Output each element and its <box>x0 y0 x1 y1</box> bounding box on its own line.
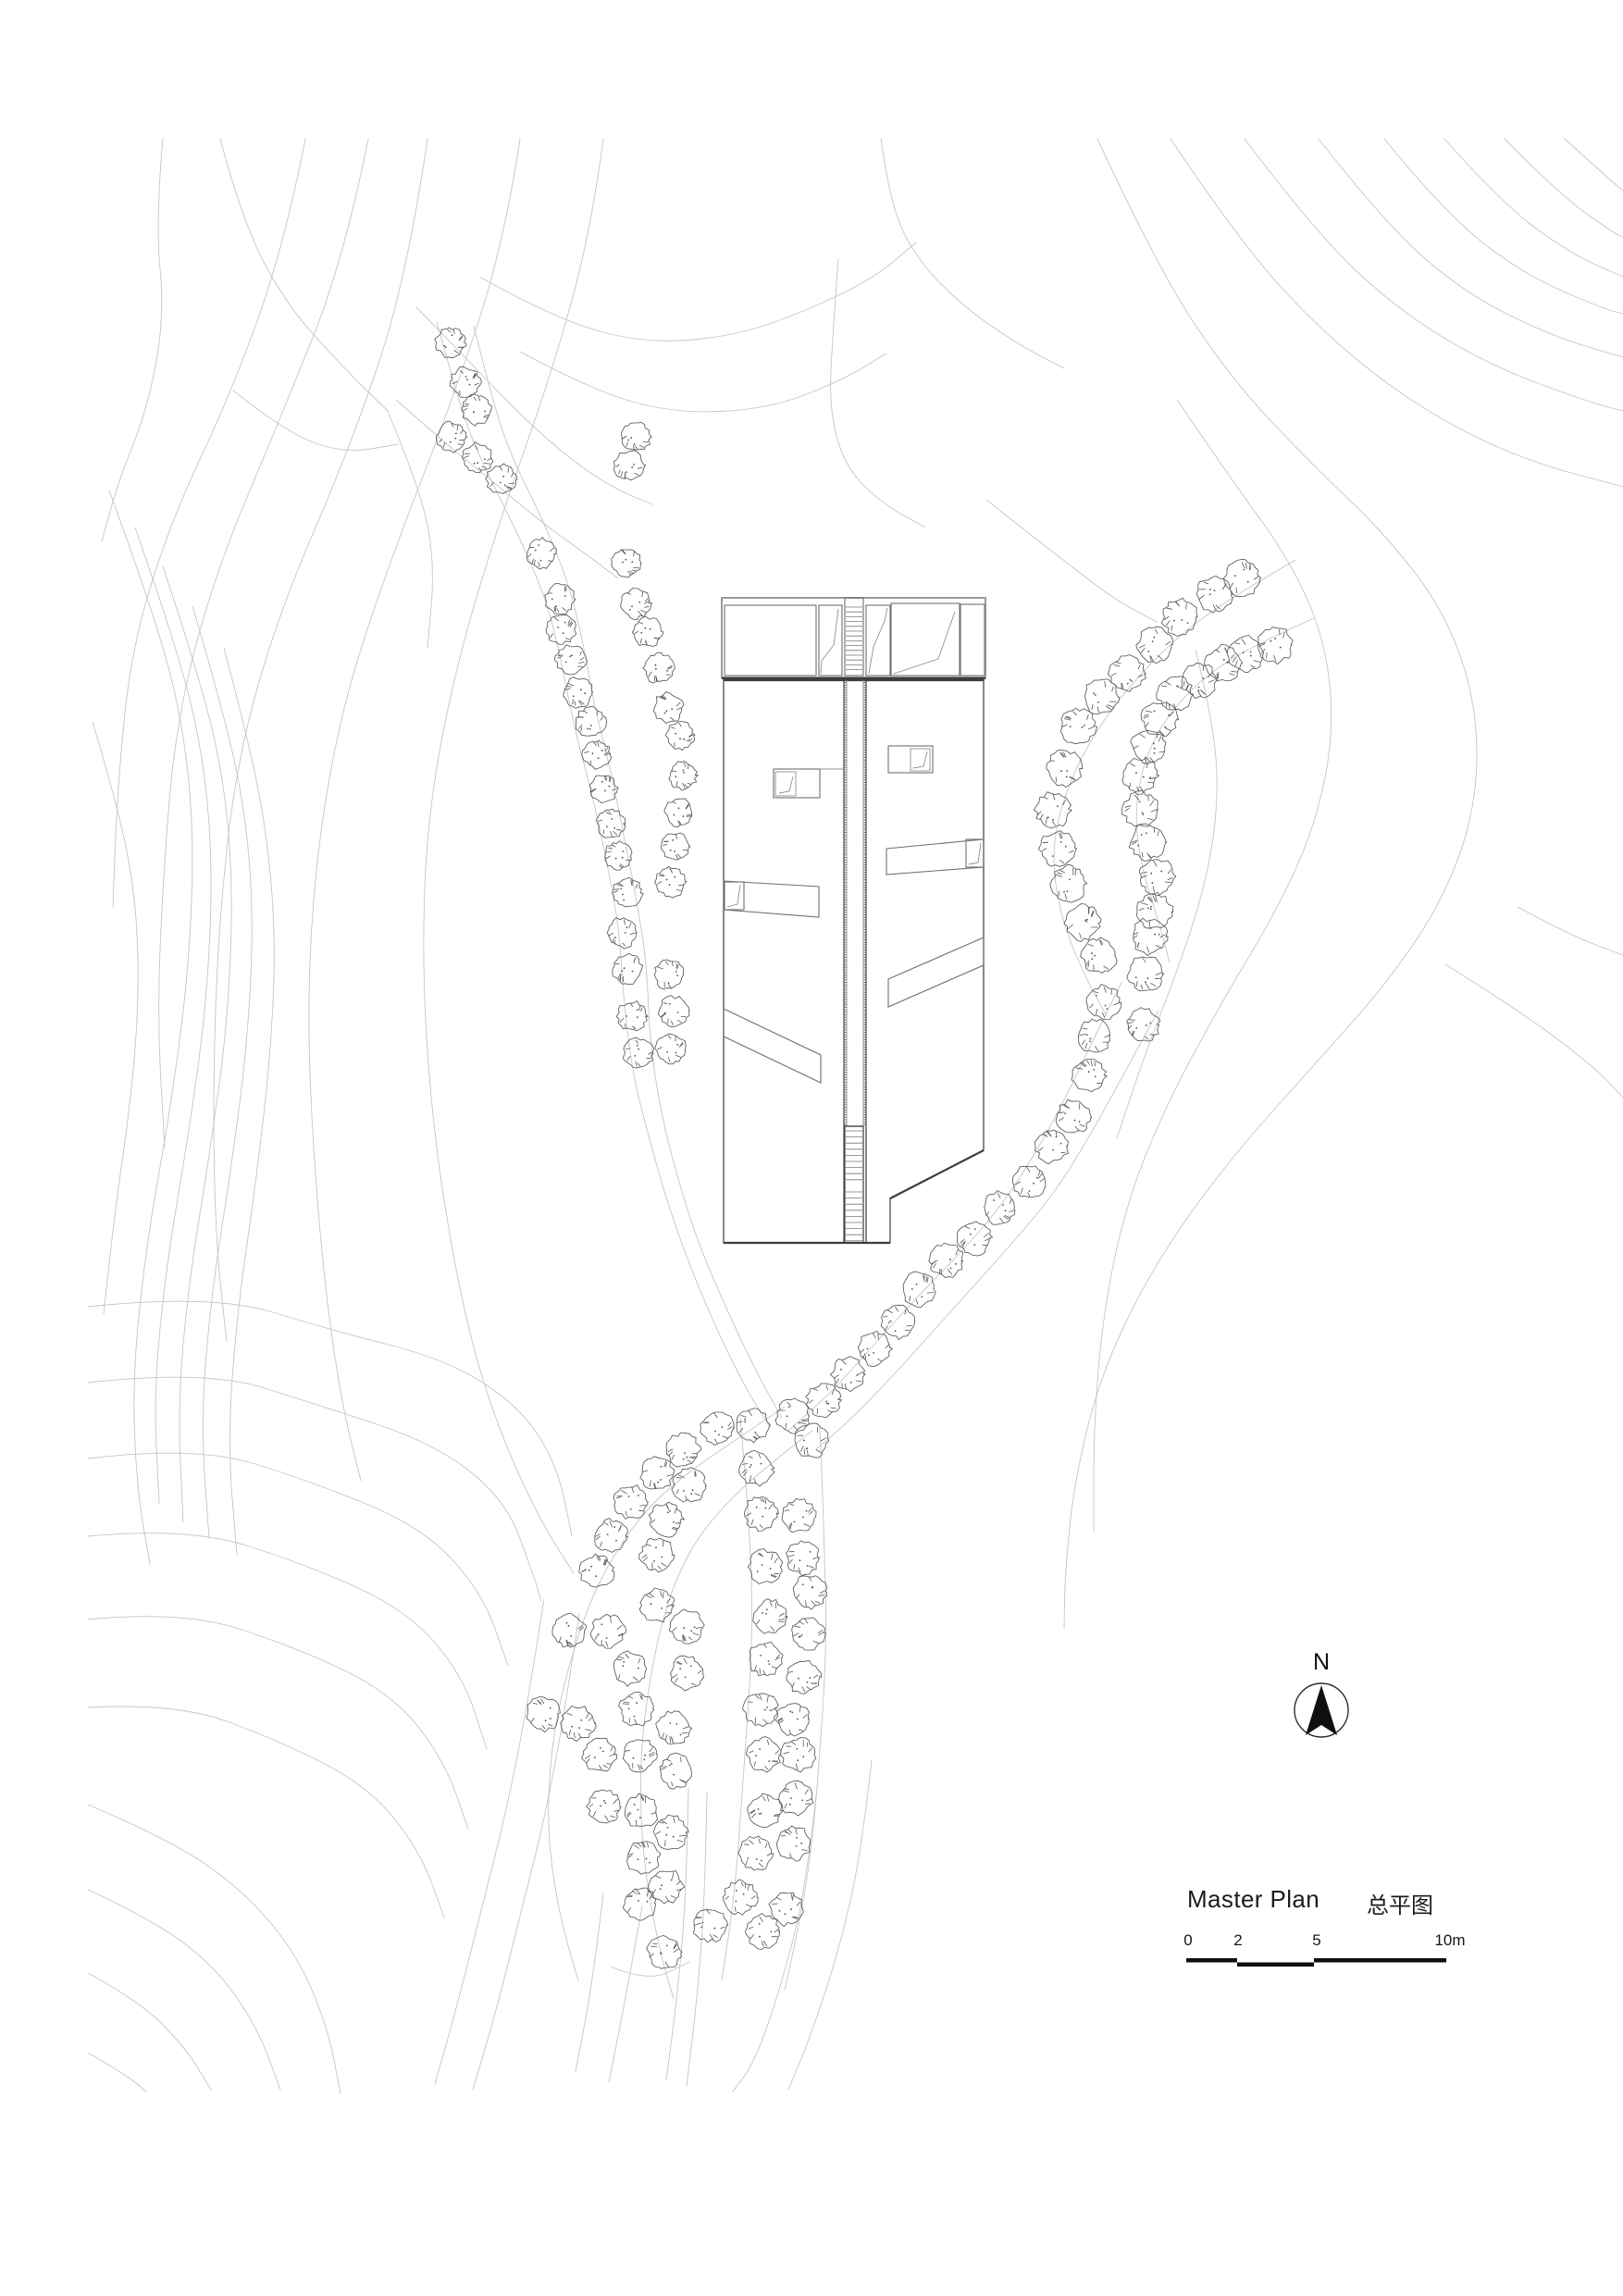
scale-label-10m: 10m <box>1434 1931 1466 1949</box>
drawing-title-en: Master Plan <box>1187 1885 1320 1913</box>
tree-layer <box>434 327 1294 1969</box>
north-arrow-icon <box>1294 1682 1349 1738</box>
drawing-title-cn: 总平图 <box>1367 1893 1433 1918</box>
scale-label-5: 5 <box>1312 1931 1321 1949</box>
scale-label-2: 2 <box>1233 1931 1243 1949</box>
scale-label-0: 0 <box>1183 1931 1193 1949</box>
north-label: N <box>1312 1649 1331 1675</box>
scale-bar <box>1186 1958 1446 1967</box>
building-footprint <box>721 597 986 1245</box>
